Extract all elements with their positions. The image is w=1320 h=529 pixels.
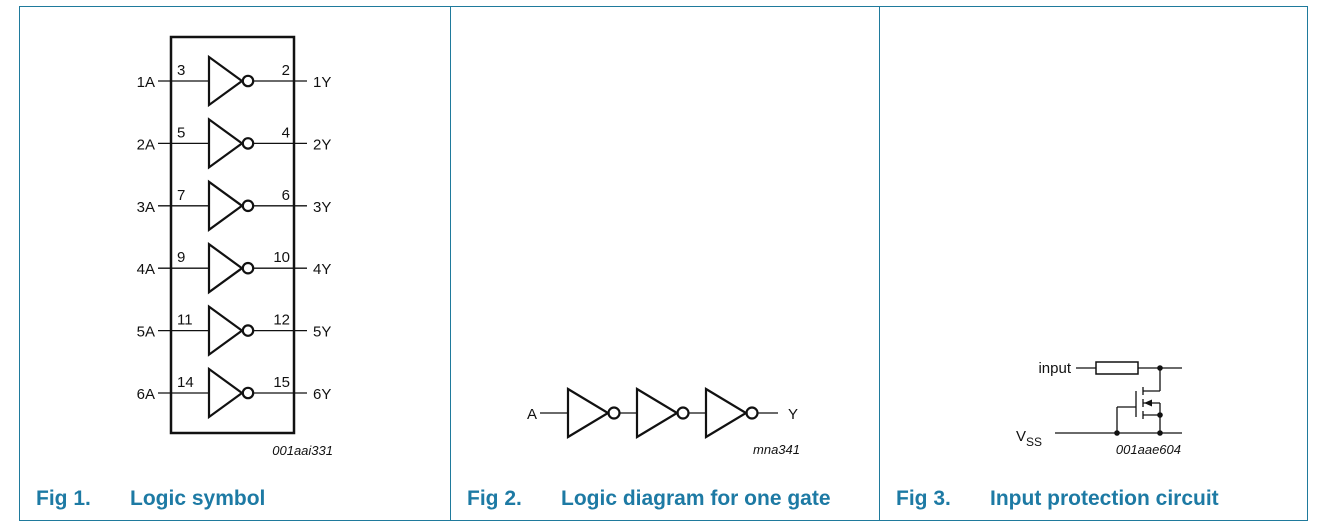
fig2-number: Fig 2. xyxy=(467,487,522,510)
junction-dot xyxy=(1157,430,1163,436)
junction-dot xyxy=(1114,430,1120,436)
fig2-output-label: Y xyxy=(788,406,798,423)
fig2-input-label: A xyxy=(527,406,537,423)
fig3-panel: input VSS xyxy=(879,7,1307,520)
input-label: 2A xyxy=(137,136,155,153)
fig3-input-label: input xyxy=(1038,360,1071,377)
fig3-protection-circuit: input VSS xyxy=(1016,360,1182,457)
output-label: 3Y xyxy=(313,199,331,216)
fig2-panel: A Y mna341 Fig 2. Logic diagram for one … xyxy=(450,7,879,520)
input-pin: 7 xyxy=(177,187,185,204)
fig3-title: Input protection circuit xyxy=(990,487,1219,510)
inverter-gate: 5A 11 12 5Y xyxy=(137,304,331,357)
output-label: 2Y xyxy=(313,136,331,153)
output-pin: 12 xyxy=(273,312,290,329)
fig1-title: Logic symbol xyxy=(130,487,266,510)
fig1-logic-symbol: 001aai331 1A 3 2 1Y 2A 5 4 2Y 3A 7 6 3Y 4A 9 10 4Y 5A 11 1… xyxy=(137,35,333,458)
input-pin: 11 xyxy=(177,312,193,329)
fig1-number: Fig 1. xyxy=(36,487,91,510)
input-pin: 14 xyxy=(177,374,194,391)
inverter-3 xyxy=(704,387,759,439)
fig2-logic-diagram: A Y mna341 xyxy=(527,387,800,457)
inverter-1 xyxy=(566,387,621,439)
output-pin: 15 xyxy=(273,374,290,391)
output-pin: 2 xyxy=(282,62,290,79)
input-pin: 5 xyxy=(177,124,185,141)
input-label: 4A xyxy=(137,261,155,278)
fig2-title: Logic diagram for one gate xyxy=(561,487,831,510)
fig2-code: mna341 xyxy=(753,442,800,457)
inverter-gate: 2A 5 4 2Y xyxy=(137,117,331,170)
output-label: 6Y xyxy=(313,386,331,403)
output-label: 4Y xyxy=(313,261,331,278)
ic-body xyxy=(169,35,296,435)
protection-mosfet xyxy=(1116,368,1161,433)
input-label: 6A xyxy=(137,386,155,403)
inverter-2 xyxy=(635,387,690,439)
fig3-number: Fig 3. xyxy=(896,487,951,510)
inverter-gate: 6A 14 15 6Y xyxy=(137,366,331,420)
mosfet-arrow xyxy=(1144,399,1152,407)
input-pin: 3 xyxy=(177,62,185,79)
fig3-vss-label: VSS xyxy=(1016,428,1042,449)
output-pin: 10 xyxy=(273,249,290,266)
input-label: 1A xyxy=(137,74,155,91)
output-pin: 4 xyxy=(282,124,290,141)
inverter-gate: 1A 3 2 1Y xyxy=(137,54,331,108)
figure-frame: 001aai331 1A 3 2 1Y 2A 5 4 2Y 3A 7 6 3Y 4A 9 10 4Y 5A 11 1… xyxy=(19,6,1308,521)
resistor xyxy=(1095,361,1139,375)
input-label: 5A xyxy=(137,324,155,341)
fig3-code: 001aae604 xyxy=(1116,442,1181,457)
output-label: 1Y xyxy=(313,74,331,91)
output-pin: 6 xyxy=(282,187,290,204)
input-label: 3A xyxy=(137,199,155,216)
junction-dot xyxy=(1157,412,1163,418)
inverter-gate: 4A 9 10 4Y xyxy=(137,242,331,295)
input-pin: 9 xyxy=(177,249,185,266)
fig1-panel: 001aai331 1A 3 2 1Y 2A 5 4 2Y 3A 7 6 3Y 4A 9 10 4Y 5A 11 1… xyxy=(20,7,450,520)
output-label: 5Y xyxy=(313,324,331,341)
inverter-gate: 3A 7 6 3Y xyxy=(137,179,331,232)
fig1-code: 001aai331 xyxy=(272,443,333,458)
